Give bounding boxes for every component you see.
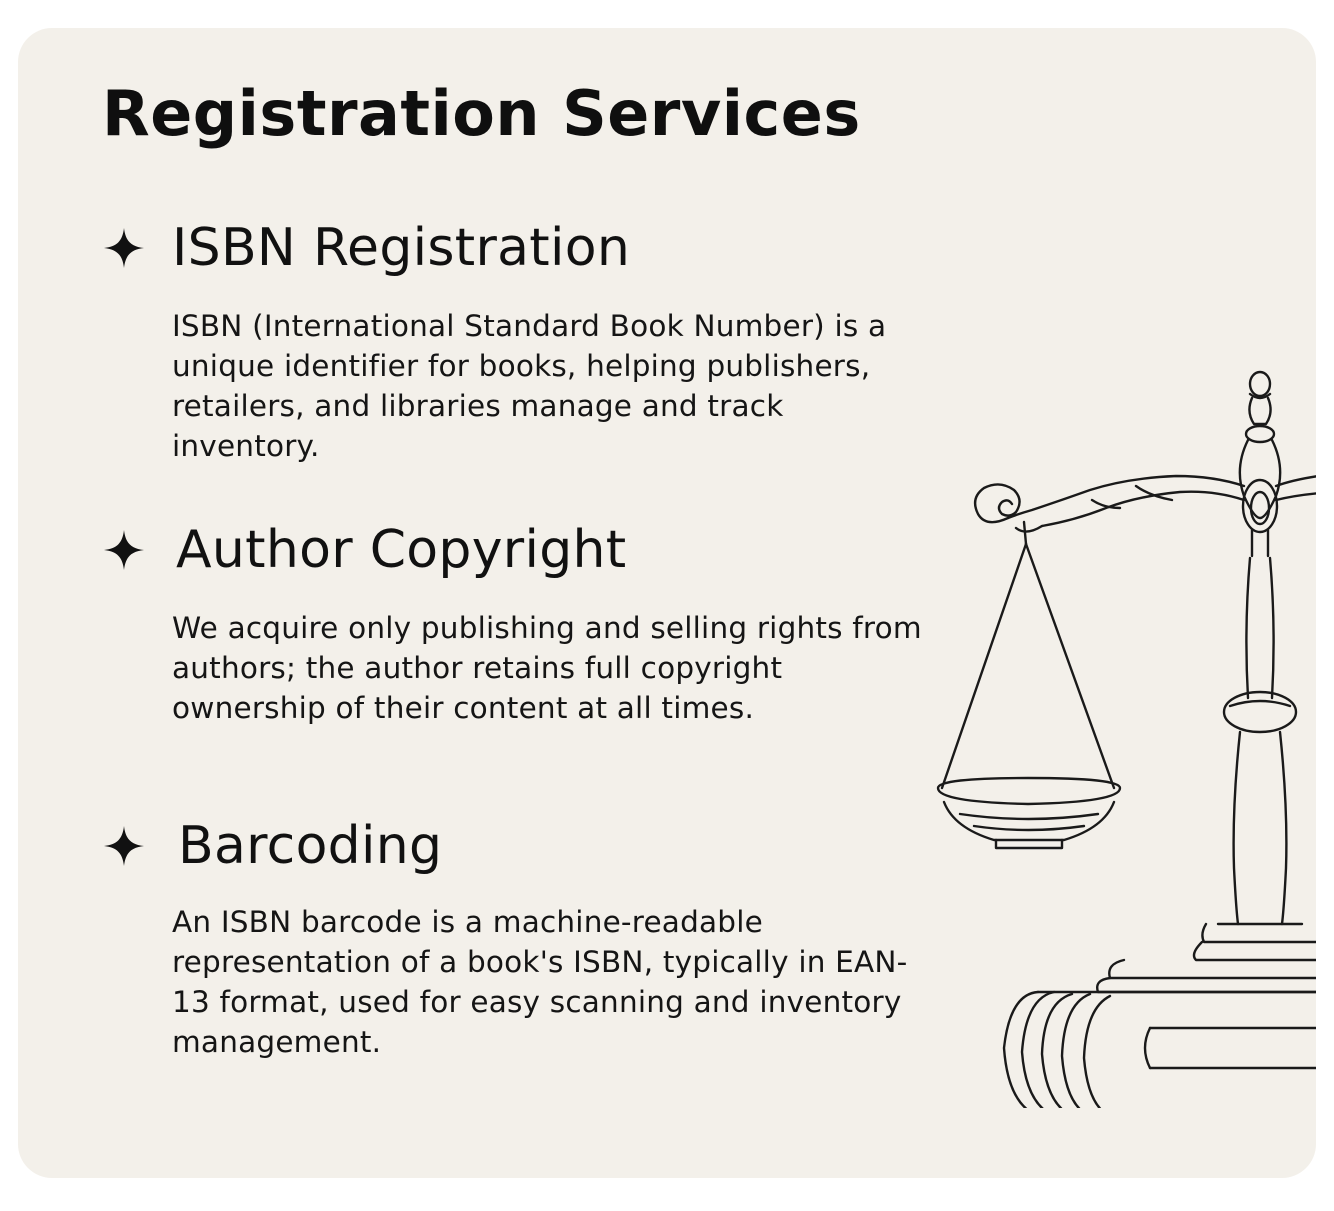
sparkle-icon — [104, 530, 144, 570]
service-header: ISBN Registration — [102, 218, 942, 278]
service-barcoding: Barcoding An ISBN barcode is a machine-r… — [102, 816, 942, 1059]
service-header: Barcoding — [102, 816, 942, 876]
registration-services-card: Registration Services ISBN Registration … — [18, 28, 1316, 1178]
service-author-copyright: Author Copyright We acquire only publish… — [102, 520, 942, 725]
service-title: ISBN Registration — [172, 218, 631, 278]
service-isbn-registration: ISBN Registration ISBN (International St… — [102, 218, 942, 463]
page-title: Registration Services — [102, 77, 861, 150]
service-title: Barcoding — [178, 816, 443, 876]
sparkle-icon — [104, 228, 144, 268]
service-title: Author Copyright — [176, 520, 627, 580]
service-description: ISBN (International Standard Book Number… — [172, 309, 887, 463]
service-header: Author Copyright — [102, 520, 942, 580]
scales-of-justice-icon — [936, 370, 1316, 1108]
sparkle-icon — [104, 826, 144, 866]
service-description: An ISBN barcode is a machine-readable re… — [172, 905, 908, 1059]
service-description: We acquire only publishing and selling r… — [172, 611, 922, 725]
